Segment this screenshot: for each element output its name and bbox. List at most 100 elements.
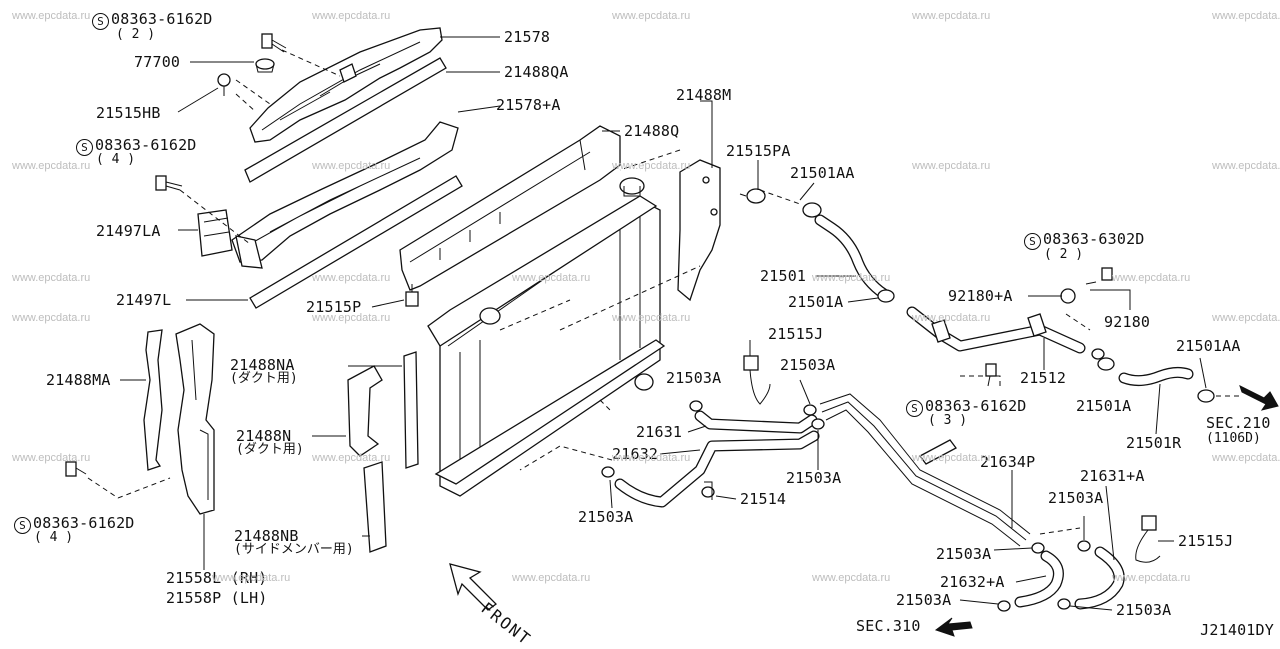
watermark: www.epcdata.ru: [312, 10, 391, 22]
bolt-right: [1085, 267, 1113, 285]
watermark: www.epcdata.ru: [612, 452, 691, 464]
label-21503A-3: 21503A: [786, 469, 842, 487]
seal-strip-21497L: [249, 175, 463, 309]
leader-lines: [120, 36, 1207, 611]
watermark: www.epcdata.ru: [1112, 272, 1191, 284]
hose-21632A: [1014, 550, 1064, 608]
diagram-code: J21401DY: [1200, 621, 1274, 639]
clip-21515PA: [739, 188, 766, 204]
harness-21515J-right: [1135, 515, 1161, 563]
radiator-bracket-21488Q: [399, 125, 621, 291]
duct-21488N: [347, 365, 383, 457]
label-21488Q: 21488Q: [624, 122, 680, 140]
label-21558P: 21558P (LH): [166, 589, 268, 607]
duct-21488NB: [363, 461, 387, 553]
watermark: www.epcdata.ru: [1112, 572, 1191, 584]
watermark: www.epcdata.ru: [12, 10, 91, 22]
label-21488M: 21488M: [676, 86, 732, 104]
shroud-21558L: [175, 323, 215, 515]
label-21503A-5: 21503A: [1048, 489, 1104, 507]
dashed-lines: [87, 49, 1240, 535]
watermark: www.epcdata.ru: [212, 572, 291, 584]
label-21488MA: 21488MA: [46, 371, 111, 389]
hose-21631: [694, 410, 818, 434]
label-92180: 92180: [1104, 313, 1151, 331]
label-21632A: 21632+A: [940, 573, 1005, 591]
label-92180A: 92180+A: [948, 287, 1013, 305]
duct-21488NA: [403, 351, 419, 469]
label-21488N: 21488N: [236, 427, 292, 445]
label-21497LA: 21497LA: [96, 222, 161, 240]
radiator-core: [427, 177, 666, 497]
shroud-panel-21488M: [677, 159, 721, 302]
watermark: www.epcdata.ru: [1212, 10, 1280, 22]
s-mark: S: [14, 517, 31, 534]
label-77700: 77700: [134, 53, 181, 71]
clamps: [601, 348, 1105, 612]
watermark: www.epcdata.ru: [12, 160, 91, 172]
bolt-top: [261, 33, 287, 53]
watermark: www.epcdata.ru: [312, 160, 391, 172]
label-21512: 21512: [1020, 369, 1067, 387]
label-21515PA: 21515PA: [726, 142, 791, 160]
lower-baffle-21578A: [231, 121, 459, 269]
upper-baffle-21578: [249, 27, 443, 143]
s-mark: S: [906, 400, 923, 417]
watermark: www.epcdata.ru: [12, 312, 91, 324]
label-21488QA: 21488QA: [504, 63, 569, 81]
label-21488NA: 21488NA: [230, 356, 295, 374]
watermark: www.epcdata.ru: [312, 272, 391, 284]
label-21501A-top: 21501A: [788, 293, 844, 311]
watermark: www.epcdata.ru: [1212, 312, 1280, 324]
label-21631: 21631: [636, 423, 683, 441]
label-21514: 21514: [740, 490, 787, 508]
label-21488NB-sub: (サイドメンバー用): [234, 542, 354, 557]
label-21501: 21501: [760, 267, 807, 285]
label-21578: 21578: [504, 28, 551, 46]
label-21515P: 21515P: [306, 298, 362, 316]
label-21558L: 21558L (RH): [166, 569, 268, 587]
label-21488NA-sub: (ダクト用): [230, 371, 298, 386]
label-21578A: 21578+A: [496, 96, 561, 114]
s-mark: S: [1024, 233, 1041, 250]
label-sec210-sub: (1106D): [1206, 431, 1261, 446]
label-21503A-4: 21503A: [578, 508, 634, 526]
label-21503A-6: 21503A: [936, 545, 992, 563]
watermark: www.epcdata.ru: [612, 160, 691, 172]
label-sec310: SEC.310: [856, 617, 921, 635]
harness-21515J-top: [743, 355, 771, 405]
label-21515HB: 21515HB: [96, 104, 161, 122]
upper-hose-21501: [802, 202, 895, 303]
watermark: www.epcdata.ru: [512, 572, 591, 584]
label-21501AA-right: 21501AA: [1176, 337, 1241, 355]
watermark: www.epcdata.ru: [1212, 160, 1280, 172]
watermark: www.epcdata.ru: [612, 10, 691, 22]
seal-21497LA: [197, 209, 233, 257]
watermark: www.epcdata.ru: [812, 572, 891, 584]
label-21501R: 21501R: [1126, 434, 1182, 452]
shroud-21488MA: [143, 329, 163, 471]
fastener-21515HB: [217, 73, 231, 96]
label-21488N-sub: (ダクト用): [236, 442, 304, 457]
label-bolt-left-qty: ( 4 ): [96, 152, 136, 167]
watermark: www.epcdata.ru: [512, 272, 591, 284]
bolt-left: [155, 175, 183, 191]
label-21515J-top: 21515J: [768, 325, 824, 343]
front-arrow: [449, 563, 497, 611]
sec310-arrow: [934, 617, 973, 637]
clamp-21514: [701, 481, 715, 500]
watermark: www.epcdata.ru: [912, 10, 991, 22]
clip-77700: [255, 58, 275, 73]
watermark: www.epcdata.ru: [1212, 452, 1280, 464]
label-21631A: 21631+A: [1080, 467, 1145, 485]
s-mark: S: [92, 13, 109, 30]
label-21503A-2: 21503A: [780, 356, 836, 374]
s-mark: S: [76, 139, 93, 156]
tubes-21634P: [819, 393, 1031, 547]
label-21515J-right: 21515J: [1178, 532, 1234, 550]
